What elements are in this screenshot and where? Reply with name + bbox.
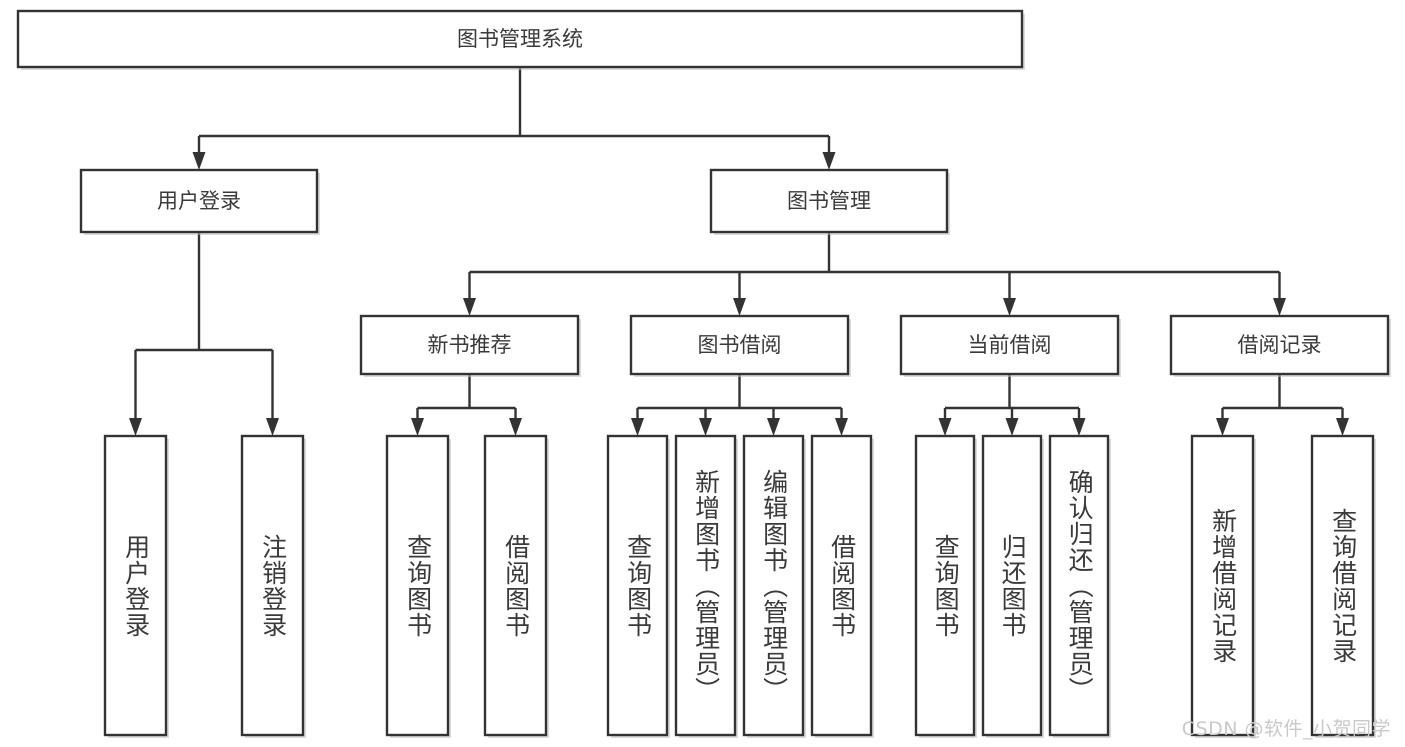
box-layer — [16, 9, 1391, 738]
level3-box-node-3-借阅记录[interactable] — [1169, 314, 1390, 376]
arrow-head-icon — [1216, 418, 1229, 436]
arrow-head-icon — [509, 418, 522, 436]
arrow-head-icon — [1336, 418, 1349, 436]
arrow-head-icon — [411, 418, 424, 436]
arrow-head-icon — [938, 418, 952, 436]
connector-layer — [129, 67, 1349, 436]
arrow-head-icon — [631, 418, 644, 436]
arrow-head-icon — [463, 298, 476, 316]
leaf-box-node-3-借阅图书[interactable] — [483, 434, 548, 737]
arrow-head-icon — [733, 298, 746, 316]
level2-label: 用户登录 — [157, 189, 241, 213]
leaf-box-node-7-借阅图书[interactable] — [810, 434, 873, 737]
level2-label: 图书管理 — [787, 189, 871, 213]
level3-label: 图书借阅 — [698, 333, 782, 357]
leaf-box-node-6-编辑图书管理员[interactable] — [742, 434, 805, 737]
leaf-box-node-4-查询图书[interactable] — [606, 434, 669, 737]
arrow-head-icon — [767, 418, 780, 436]
arrow-head-icon — [699, 418, 712, 436]
arrow-head-icon — [129, 418, 142, 436]
root-label: 图书管理系统 — [457, 27, 583, 51]
level3-box-node-0-新书推荐[interactable] — [359, 314, 580, 376]
arrow-head-icon — [1003, 298, 1016, 316]
arrow-head-icon — [1072, 418, 1086, 436]
arrow-head-icon — [192, 152, 206, 170]
arrow-head-icon — [835, 418, 848, 436]
level3-label: 新书推荐 — [428, 333, 512, 357]
arrow-head-icon — [1005, 418, 1019, 436]
leaf-box-node-12-查询借阅记录[interactable] — [1310, 434, 1375, 737]
leaf-box-node-1-注销登录[interactable] — [240, 434, 305, 737]
leaf-box-node-2-查询图书[interactable] — [385, 434, 450, 737]
arrow-head-icon — [822, 152, 836, 170]
level2-box-node-0-用户登录[interactable] — [79, 168, 319, 234]
arrow-head-icon — [1273, 298, 1286, 316]
level3-label: 当前借阅 — [968, 333, 1052, 357]
leaf-box-node-8-查询图书[interactable] — [914, 434, 976, 737]
level3-label: 借阅记录 — [1238, 333, 1322, 357]
leaf-box-node-9-归还图书[interactable] — [981, 434, 1043, 737]
leaf-box-node-11-新增借阅记录[interactable] — [1190, 434, 1255, 737]
root-box-node-0-图书管理系统[interactable] — [16, 9, 1024, 69]
leaf-box-node-10-确认归还管理员[interactable] — [1048, 434, 1110, 737]
level2-box-node-1-图书管理[interactable] — [709, 168, 949, 234]
arrow-head-icon — [266, 418, 279, 436]
csdn-watermark: CSDN @软件_小贺同学 — [1181, 718, 1391, 740]
level3-box-node-1-图书借阅[interactable] — [629, 314, 850, 376]
level3-box-node-2-当前借阅[interactable] — [899, 314, 1120, 376]
leaf-box-node-5-新增图书管理员[interactable] — [674, 434, 737, 737]
leaf-box-node-0-用户登录[interactable] — [103, 434, 168, 737]
